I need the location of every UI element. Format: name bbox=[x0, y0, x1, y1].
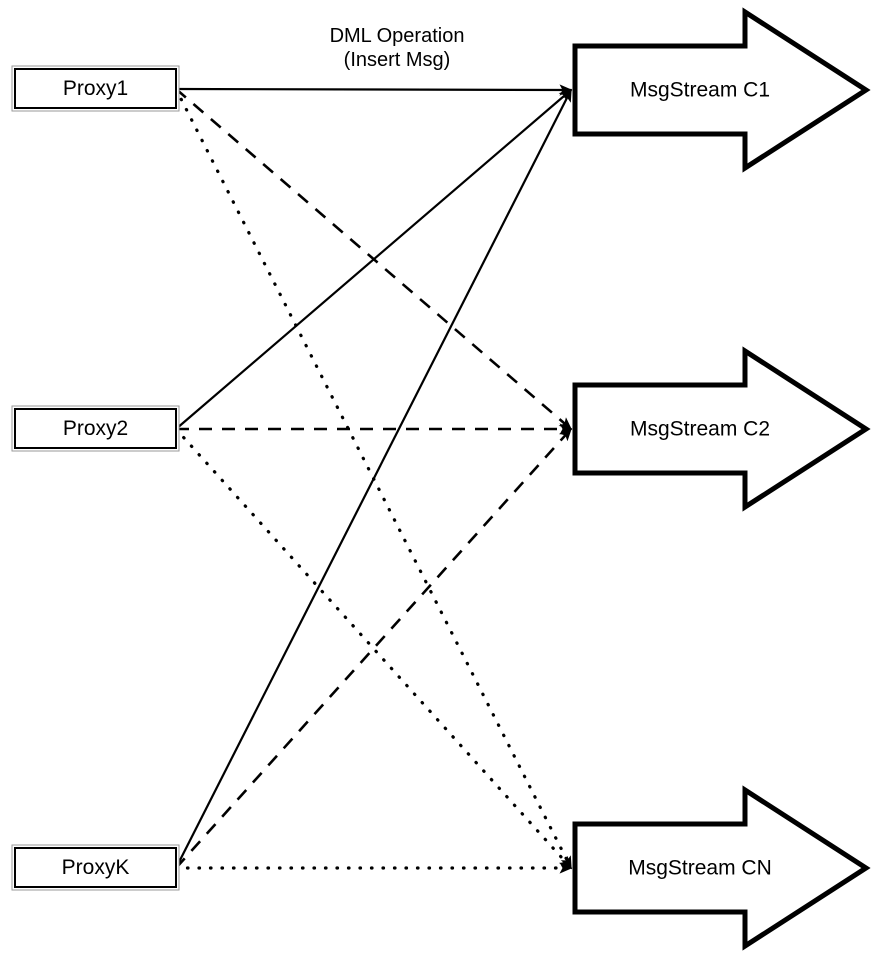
edge-proxyk-to-stream-c1[interactable] bbox=[175, 88, 572, 869]
dml-operation-label-line1: DML Operation bbox=[330, 25, 465, 47]
dml-operation-label: DML Operation (Insert Msg) bbox=[330, 25, 465, 71]
edge-proxyk-to-stream-c2[interactable] bbox=[175, 427, 573, 869]
msgstream-node-c1[interactable]: MsgStream C1 bbox=[572, 7, 871, 173]
proxy-node-proxy2[interactable]: Proxy2 bbox=[11, 405, 180, 452]
block-arrow-icon-c2 bbox=[572, 346, 871, 512]
proxy2-box bbox=[14, 408, 177, 449]
edge-proxy2-to-stream-cn[interactable] bbox=[174, 427, 573, 870]
edge-proxy1-to-stream-c1[interactable] bbox=[175, 84, 573, 96]
proxies-layer: Proxy1 Proxy2 ProxyK bbox=[11, 65, 180, 891]
proxy1-label: Proxy1 bbox=[63, 77, 128, 100]
proxyk-label: ProxyK bbox=[62, 856, 130, 879]
dml-operation-label-line2: (Insert Msg) bbox=[344, 49, 451, 71]
msgstream-cn-label: MsgStream CN bbox=[628, 857, 772, 880]
proxy-node-proxyk[interactable]: ProxyK bbox=[11, 844, 180, 891]
proxy2-label: Proxy2 bbox=[63, 417, 128, 440]
edges-layer bbox=[174, 84, 573, 874]
proxyk-box bbox=[14, 847, 177, 888]
msgstream-node-c2[interactable]: MsgStream C2 bbox=[572, 346, 871, 512]
msgstream-c2-label: MsgStream C2 bbox=[630, 418, 770, 441]
streams-layer: MsgStream C1 MsgStream C2 MsgStream CN bbox=[572, 7, 871, 951]
msgstream-c1-label: MsgStream C1 bbox=[630, 79, 770, 102]
proxy1-box bbox=[14, 68, 177, 109]
block-arrow-icon-cn bbox=[572, 785, 871, 951]
proxy-node-proxy1[interactable]: Proxy1 bbox=[11, 65, 180, 112]
block-arrow-icon-c1 bbox=[572, 7, 871, 173]
msgstream-node-cn[interactable]: MsgStream CN bbox=[572, 785, 871, 951]
edge-proxy2-to-stream-c1[interactable] bbox=[175, 89, 573, 430]
